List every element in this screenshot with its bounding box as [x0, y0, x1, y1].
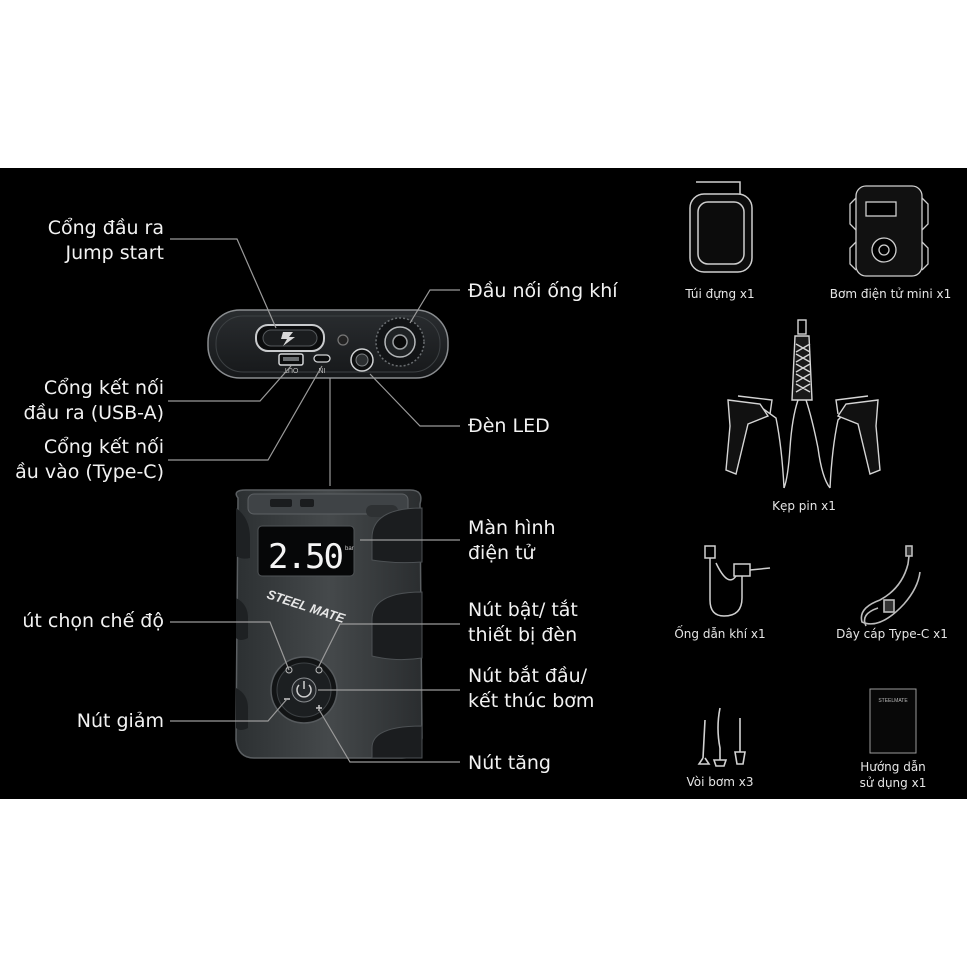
jump-start-port — [255, 324, 325, 352]
air-hose-icon — [704, 545, 771, 617]
pouch-icon — [689, 181, 753, 273]
callout-lines — [168, 238, 460, 763]
callout-jump-start-port: Cổng đầu ra Jump start — [47, 217, 164, 264]
port-in-label: IN — [319, 366, 326, 373]
callout-light-toggle: Nút bật/ tắt thiết bị đèn — [468, 599, 578, 646]
callout-decrease-button: Nút giảm — [76, 710, 164, 732]
callout-increase-button: Nút tăng — [468, 752, 551, 774]
package-item-mini-pump: Bơm điện tử mini x1 — [829, 287, 952, 301]
svg-text:STEELMATE: STEELMATE — [878, 698, 908, 704]
nozzles-icon — [697, 707, 746, 767]
led-light — [337, 334, 349, 346]
package-item-air-hose: Ống dẫn khí x1 — [674, 627, 766, 641]
product-illustration: OUT IN 2.50 bar STEEL MATE — [168, 181, 929, 767]
callout-type-c-input: Cổng kết nối ầu vào (Type-C) — [15, 436, 164, 483]
control-pad — [270, 656, 338, 724]
type-c-port — [313, 354, 331, 363]
package-item-pouch: Túi đựng x1 — [685, 287, 755, 301]
device-top-view: OUT IN — [207, 309, 449, 379]
port-out-label: OUT — [283, 366, 299, 373]
callout-display: Màn hình điện tử — [468, 517, 556, 564]
package-item-type-c-cable: Dây cáp Type-C x1 — [836, 627, 948, 641]
package-item-nozzles: Vòi bơm x3 — [686, 775, 754, 789]
callout-usb-a-output: Cổng kết nối đầu ra (USB-A) — [23, 377, 164, 424]
display-unit: bar — [345, 546, 354, 552]
package-item-manual: Hướng dẫn sử dụng x1 — [859, 760, 927, 790]
device-front-view: 2.50 bar STEEL MATE — [235, 489, 423, 759]
display-readout: 2.50 — [268, 537, 342, 577]
package-item-battery-clamps: Kẹp pin x1 — [772, 499, 836, 513]
air-hose-connector — [375, 317, 425, 367]
callout-led-light: Đèn LED — [468, 415, 550, 437]
usb-a-port — [278, 353, 304, 366]
callout-air-hose-connector: Đầu nối ống khí — [468, 280, 618, 302]
battery-clamps-icon — [725, 319, 881, 489]
callout-mode-button: út chọn chế độ — [22, 610, 164, 632]
manual-icon: STEELMATE — [869, 688, 917, 754]
type-c-cable-icon — [860, 545, 921, 627]
product-panel: OUT IN 2.50 bar STEEL MATE — [0, 168, 967, 799]
callout-start-stop: Nút bắt đầu/ kết thúc bơm — [468, 665, 595, 712]
mini-pump-icon — [849, 185, 929, 277]
